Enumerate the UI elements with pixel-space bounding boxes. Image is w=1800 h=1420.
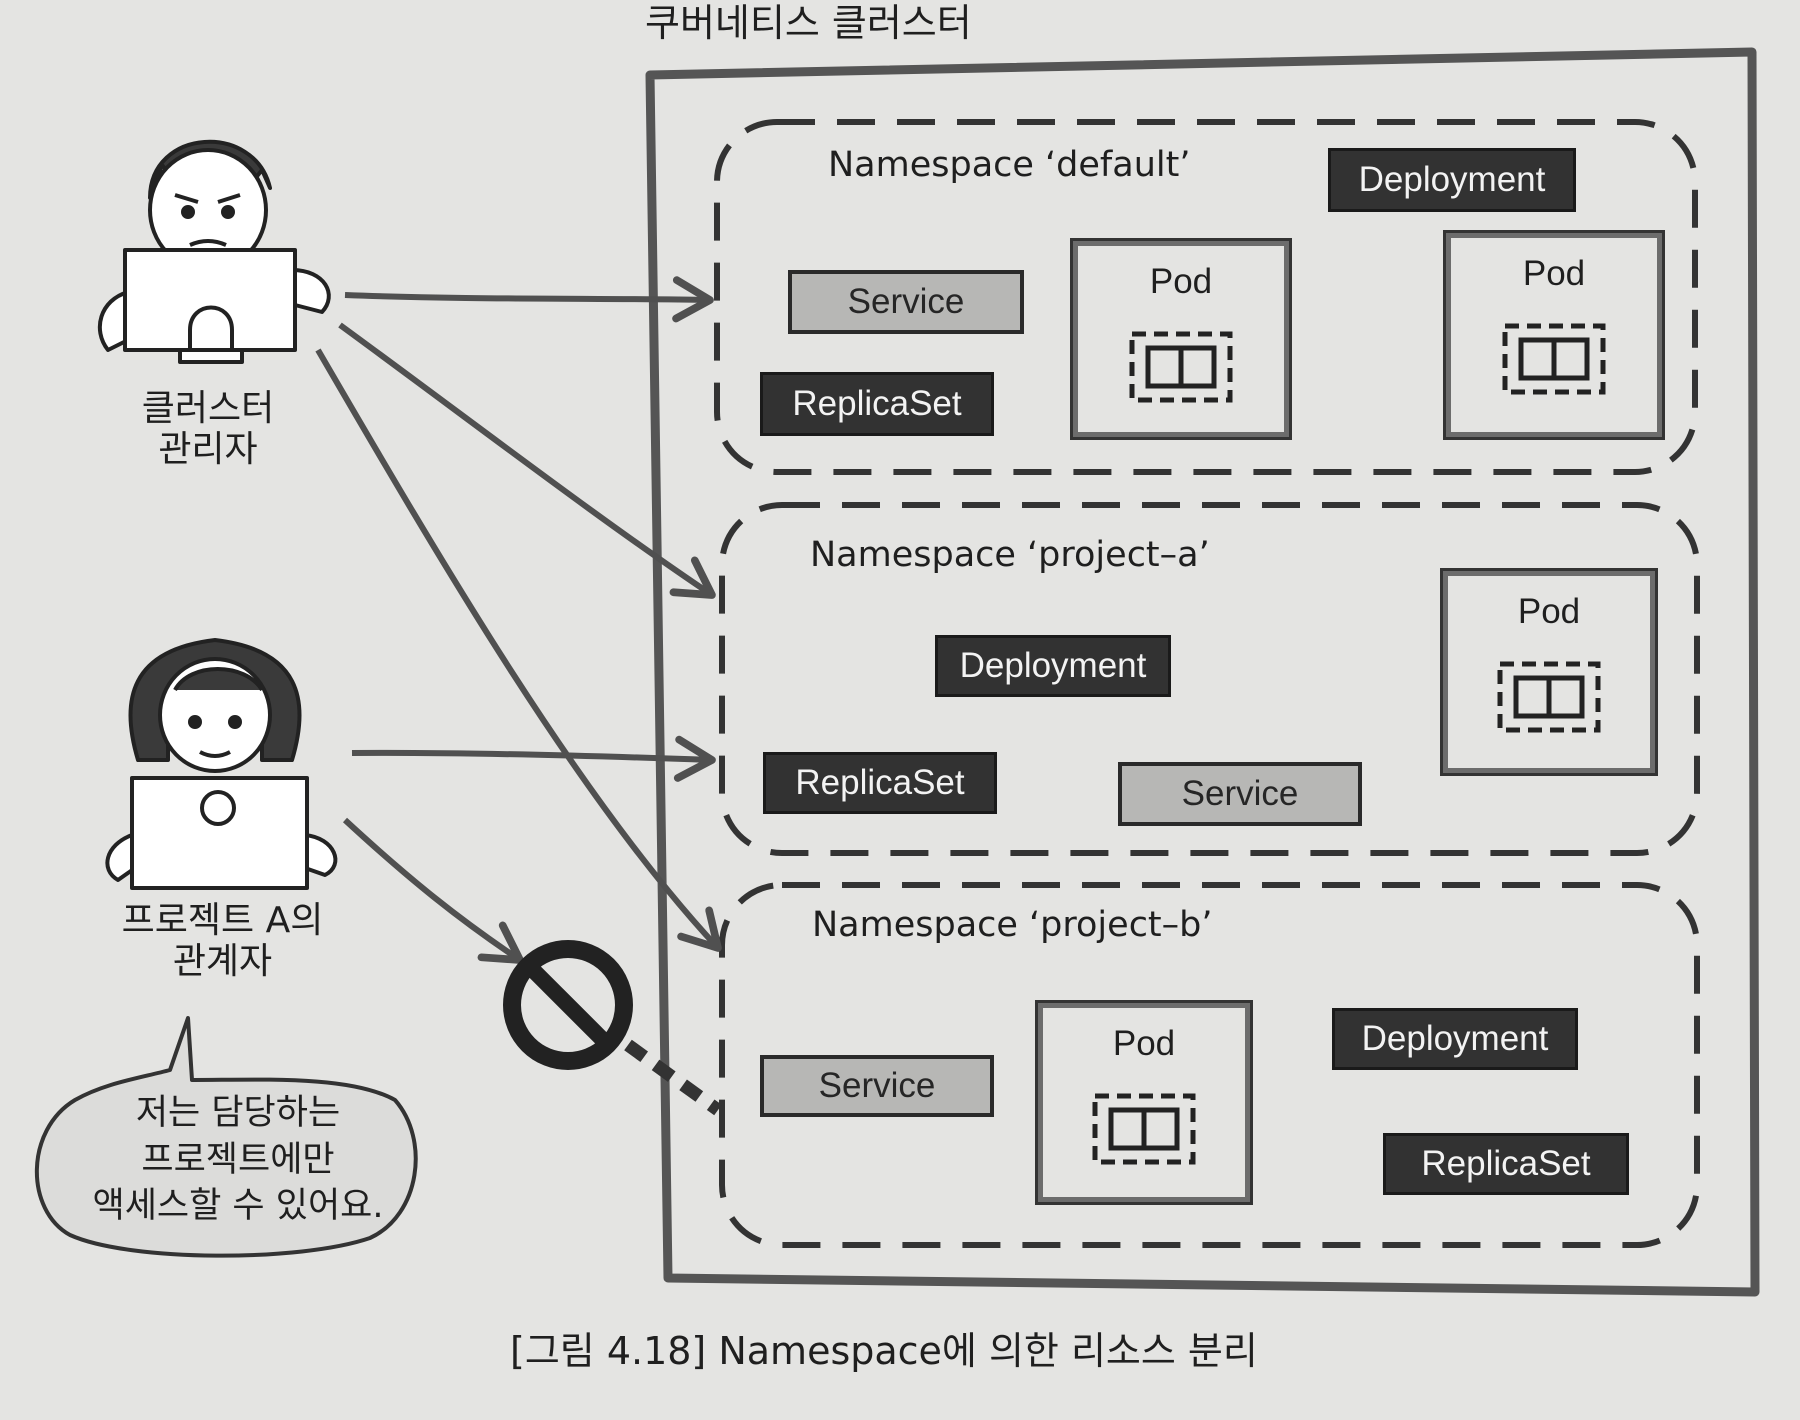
- project-b-service-chip: Service: [760, 1055, 994, 1117]
- container-icon: [1129, 331, 1233, 403]
- member-caption-line2: 관계자: [172, 941, 273, 983]
- member-to-denied-arrow: [342, 817, 524, 964]
- admin-to-project-b-arrow: [315, 348, 722, 952]
- prohibited-icon: [503, 940, 633, 1070]
- pod-label: Pod: [1522, 254, 1586, 293]
- default-pod-2: Pod: [1443, 230, 1665, 440]
- admin-caption: 클러스터 관리자: [108, 388, 308, 471]
- namespace-default-boundary: [714, 119, 1698, 475]
- member-right-hand: [303, 833, 338, 877]
- pod-label: Pod: [1517, 592, 1581, 631]
- member-left-hand: [105, 833, 137, 882]
- container-icon: [1497, 661, 1601, 733]
- member-laptop-logo-icon: [200, 790, 236, 826]
- container-icon: [1092, 1093, 1196, 1165]
- admin-to-default-arrow: [344, 276, 714, 323]
- speech-bubble: [34, 1016, 418, 1258]
- admin-figure: [97, 140, 331, 364]
- speech-line1: 저는 담당하는: [135, 1093, 341, 1133]
- member-caption-line1: 프로젝트 A의: [121, 900, 324, 941]
- project-b-pod: Pod: [1035, 1000, 1253, 1205]
- admin-caption-line1: 클러스터: [141, 388, 275, 429]
- figure-caption: [그림 4.18] Namespace에 의한 리소스 분리: [510, 1329, 1258, 1373]
- namespace-default-title: Namespace ‘default’: [828, 145, 1191, 185]
- default-pod-1: Pod: [1070, 238, 1292, 440]
- namespace-project-a-boundary: [719, 502, 1700, 856]
- default-service-chip: Service: [788, 270, 1024, 334]
- pod-label: Pod: [1112, 1024, 1176, 1063]
- speech-text: 저는 담당하는 프로젝트에만 액세스할 수 있어요.: [58, 1090, 418, 1230]
- pod-label: Pod: [1149, 262, 1213, 301]
- namespace-project-a-title: Namespace ‘project–a’: [810, 535, 1210, 575]
- denied-dashed-path: [624, 1039, 722, 1116]
- project-b-replicaset-chip: ReplicaSet: [1383, 1133, 1629, 1195]
- member-caption: 프로젝트 A의 관계자: [100, 900, 345, 983]
- speech-line3: 액세스할 수 있어요.: [92, 1186, 384, 1227]
- admin-laptop-logo-icon: [188, 305, 234, 350]
- default-deployment-chip: Deployment: [1328, 148, 1576, 212]
- namespace-project-b-boundary: [719, 882, 1700, 1248]
- admin-laptop: [123, 248, 297, 352]
- container-icon: [1502, 323, 1606, 395]
- admin-caption-line2: 관리자: [158, 429, 258, 471]
- member-to-project-a-arrow: [351, 735, 716, 782]
- project-a-replicaset-chip: ReplicaSet: [763, 752, 997, 814]
- member-figure: [105, 638, 338, 890]
- project-b-deployment-chip: Deployment: [1332, 1008, 1578, 1070]
- project-a-pod: Pod: [1440, 568, 1658, 776]
- namespace-project-b-title: Namespace ‘project–b’: [812, 905, 1213, 945]
- default-replicaset-chip: ReplicaSet: [760, 372, 994, 436]
- project-a-service-chip: Service: [1118, 762, 1362, 826]
- cluster-title: 쿠버네티스 클러스터: [645, 1, 972, 45]
- project-a-deployment-chip: Deployment: [935, 635, 1171, 697]
- admin-right-hand: [290, 268, 331, 314]
- cluster-box: [645, 47, 1760, 1297]
- admin-left-hand: [97, 290, 130, 352]
- speech-line2: 프로젝트에만: [141, 1139, 335, 1180]
- admin-to-project-a-arrow: [338, 322, 716, 599]
